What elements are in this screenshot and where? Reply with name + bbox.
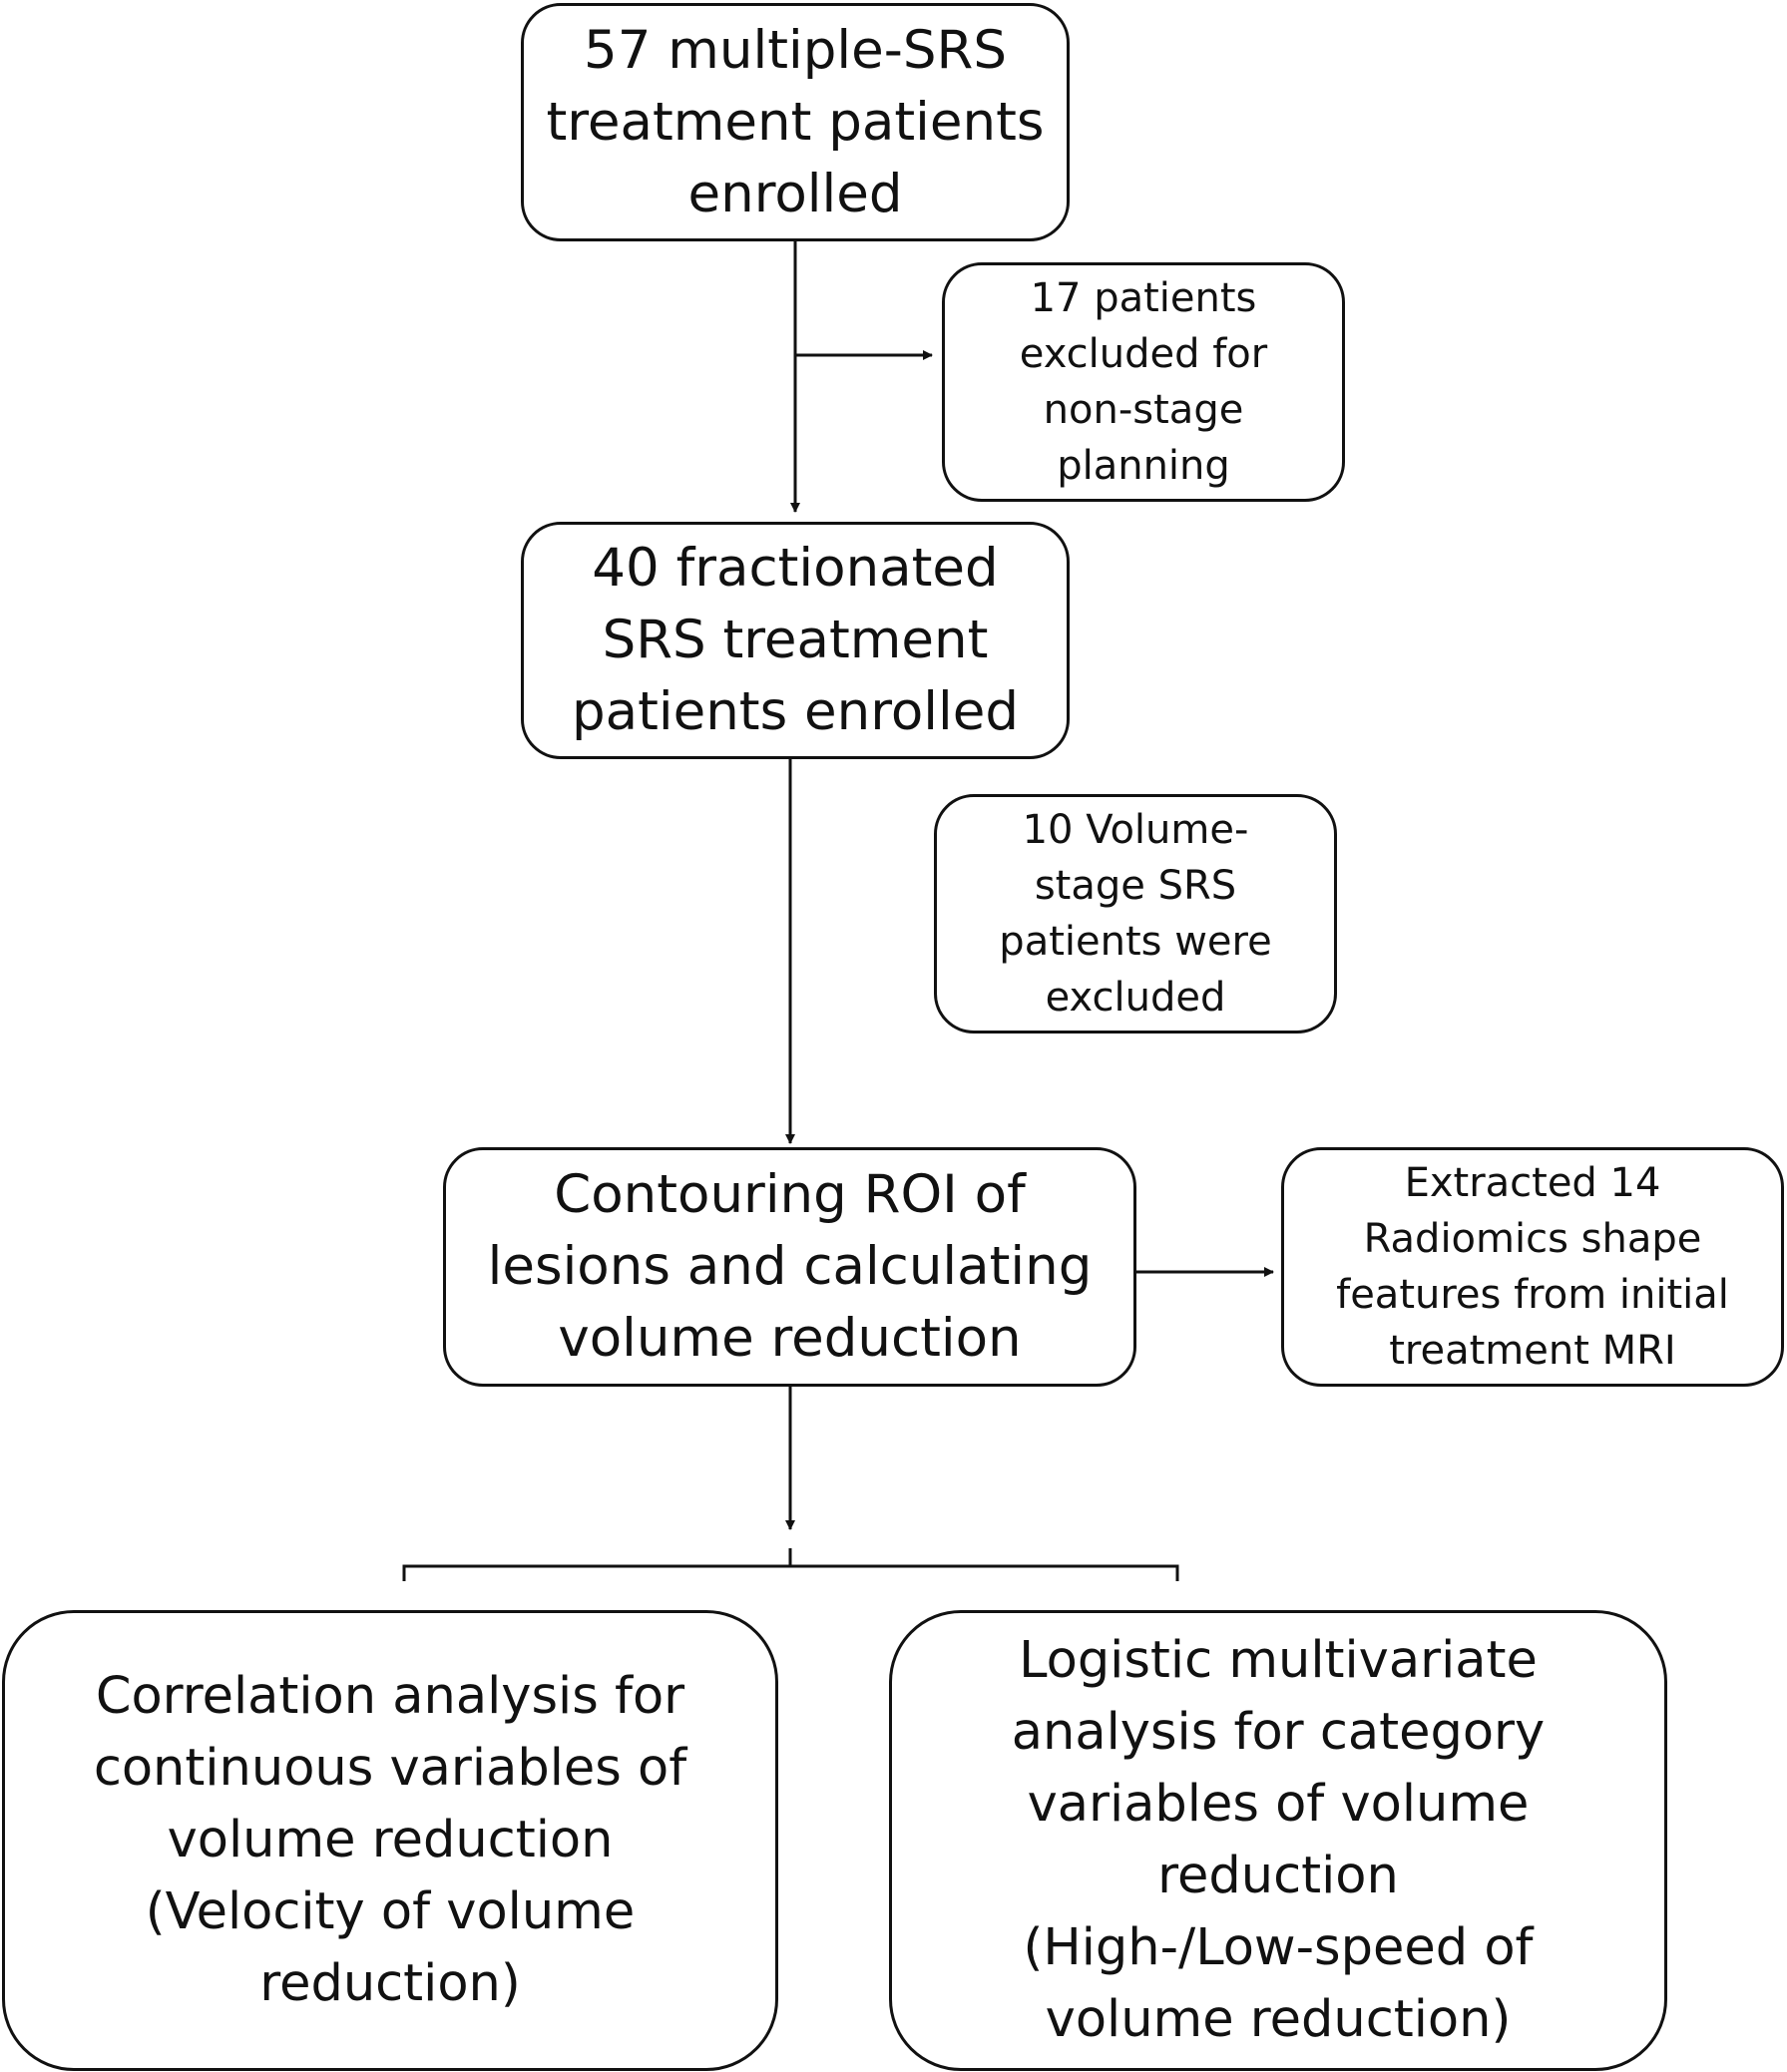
box-57-text: 57 multiple-SRS treatment patients enrol… [546,19,1045,224]
box-40-text: 40 fractionated SRS treatment patients e… [571,538,1019,742]
box-correlation-analysis: Correlation analysis for continuous vari… [2,1610,778,2071]
box-17-text: 17 patients excluded for non-stage plann… [1019,275,1268,489]
box-10-patients-excluded: 10 Volume- stage SRS patients were exclu… [934,794,1337,1034]
box-40-patients-enrolled: 40 fractionated SRS treatment patients e… [521,522,1070,759]
split-bracket [402,1548,1179,1581]
box-57-patients-enrolled: 57 multiple-SRS treatment patients enrol… [521,3,1070,241]
box-correlation-text: Correlation analysis for continuous vari… [93,1667,687,2013]
box-contouring-roi: Contouring ROI of lesions and calculatin… [443,1147,1136,1387]
box-contouring-text: Contouring ROI of lesions and calculatin… [487,1164,1093,1369]
box-logistic-analysis: Logistic multivariate analysis for categ… [889,1610,1667,2071]
box-17-patients-excluded: 17 patients excluded for non-stage plann… [942,262,1345,502]
box-extracted-radiomics: Extracted 14 Radiomics shape features fr… [1281,1147,1784,1387]
box-10-text: 10 Volume- stage SRS patients were exclu… [999,807,1272,1021]
box-extracted-text: Extracted 14 Radiomics shape features fr… [1336,1160,1729,1374]
box-logistic-text: Logistic multivariate analysis for categ… [1011,1631,1546,2049]
